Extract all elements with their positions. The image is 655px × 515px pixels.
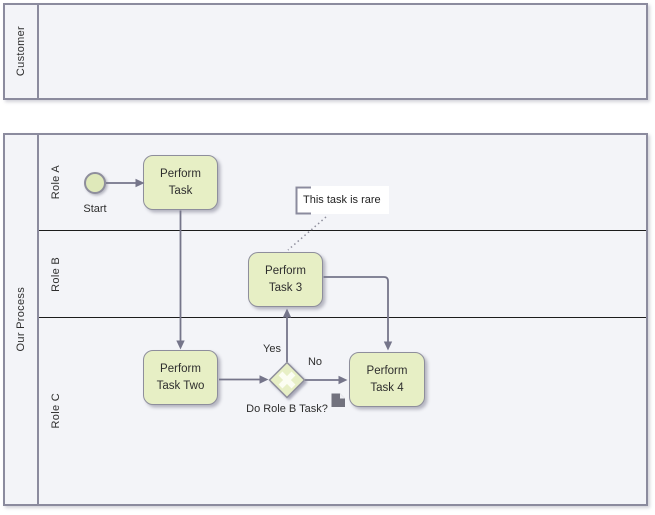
lane-role-a-label-holder: Role A (50, 135, 62, 230)
edge-yes-label: Yes (263, 343, 281, 355)
pool-customer-label-strip: Customer (5, 5, 39, 98)
text-annotation-label: This task is rare (303, 194, 381, 206)
task-perform-task-two[interactable]: Perform Task Two (143, 350, 218, 405)
task-perform-task-two-label: Perform Task Two (156, 362, 205, 392)
lane-role-c[interactable]: Role C (39, 317, 646, 504)
pool-our-process-label: Our Process (15, 287, 27, 352)
text-annotation[interactable]: This task is rare (296, 186, 389, 214)
lane-role-c-label: Role C (50, 393, 62, 429)
pool-customer-label: Customer (15, 26, 27, 77)
lane-role-a-label: Role A (50, 165, 62, 200)
start-event-label: Start (83, 203, 107, 215)
lane-role-c-label-holder: Role C (50, 318, 62, 504)
gateway-label: Do Role B Task? (246, 403, 328, 415)
task-perform-task-3[interactable]: Perform Task 3 (248, 252, 323, 307)
task-perform-task-4[interactable]: Perform Task 4 (349, 352, 425, 407)
pool-our-process-label-strip: Our Process (5, 135, 39, 504)
lane-role-a[interactable]: Role A (39, 135, 646, 230)
start-event[interactable] (84, 172, 106, 194)
edge-no-label: No (307, 356, 323, 368)
task-perform-task-label: Perform Task (160, 167, 201, 197)
lane-role-b[interactable]: Role B (39, 230, 646, 317)
pool-customer-body (39, 5, 646, 98)
pool-customer[interactable]: Customer (3, 3, 648, 100)
lane-role-b-label: Role B (50, 256, 62, 292)
task-perform-task-4-label: Perform Task 4 (366, 364, 408, 394)
task-perform-task[interactable]: Perform Task (143, 155, 218, 210)
task-perform-task-3-label: Perform Task 3 (265, 264, 306, 294)
lane-role-b-label-holder: Role B (50, 231, 62, 317)
